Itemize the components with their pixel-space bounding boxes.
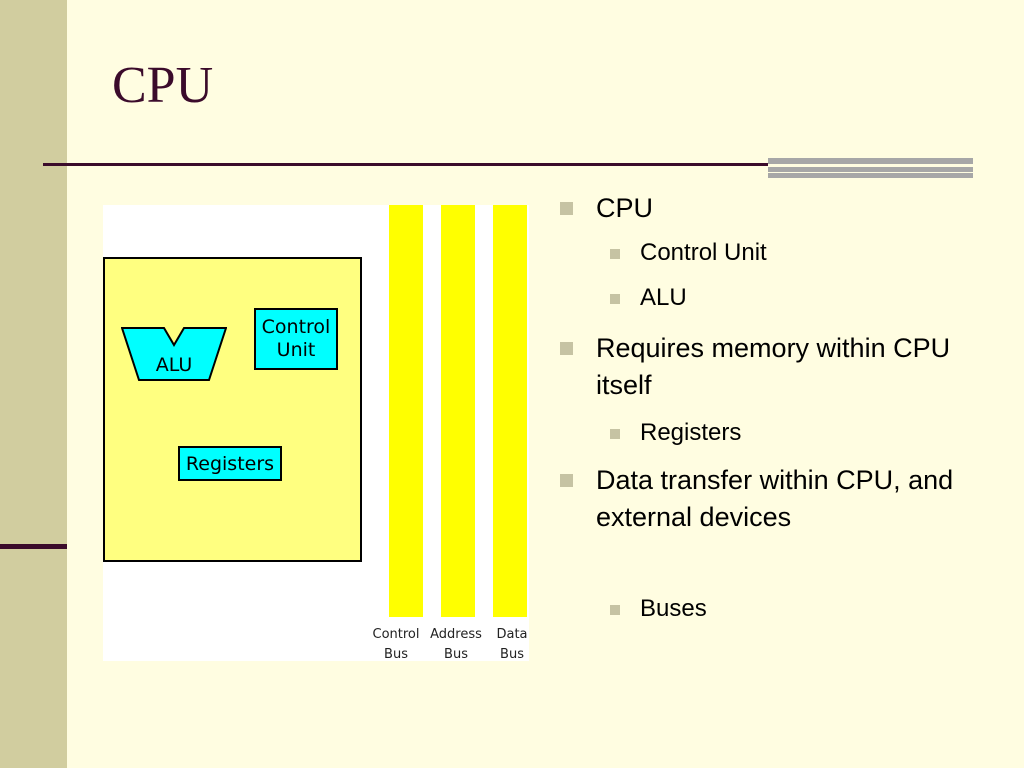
cpu-diagram: ALU Control Unit Registers Control Bus A… xyxy=(103,205,529,662)
bullet-square-icon xyxy=(560,474,573,487)
address-bus xyxy=(441,205,475,617)
alu-label: ALU xyxy=(156,354,193,376)
alu-shape: ALU xyxy=(121,327,227,381)
control-bus-label: Control Bus xyxy=(372,627,420,662)
bullet-square-icon xyxy=(610,249,620,259)
bullet-square-icon xyxy=(610,429,620,439)
title-divider xyxy=(43,163,973,166)
cpu-block: ALU Control Unit Registers xyxy=(103,257,362,562)
left-accent-stripe xyxy=(0,544,67,549)
address-bus-label: Address Bus xyxy=(430,627,482,662)
bullet-square-icon xyxy=(560,342,573,355)
bullet-square-icon xyxy=(610,605,620,615)
decorative-gray-stripes xyxy=(768,158,973,178)
data-bus-label: Data Bus xyxy=(496,627,528,662)
control-unit-box: Control Unit xyxy=(254,308,338,370)
control-bus xyxy=(389,205,423,617)
slide-title: CPU xyxy=(112,57,214,114)
bullet-square-icon xyxy=(610,294,620,304)
bullet-square-icon xyxy=(560,202,573,215)
registers-box: Registers xyxy=(178,446,282,481)
data-bus xyxy=(493,205,527,617)
left-decorative-band xyxy=(0,0,67,768)
